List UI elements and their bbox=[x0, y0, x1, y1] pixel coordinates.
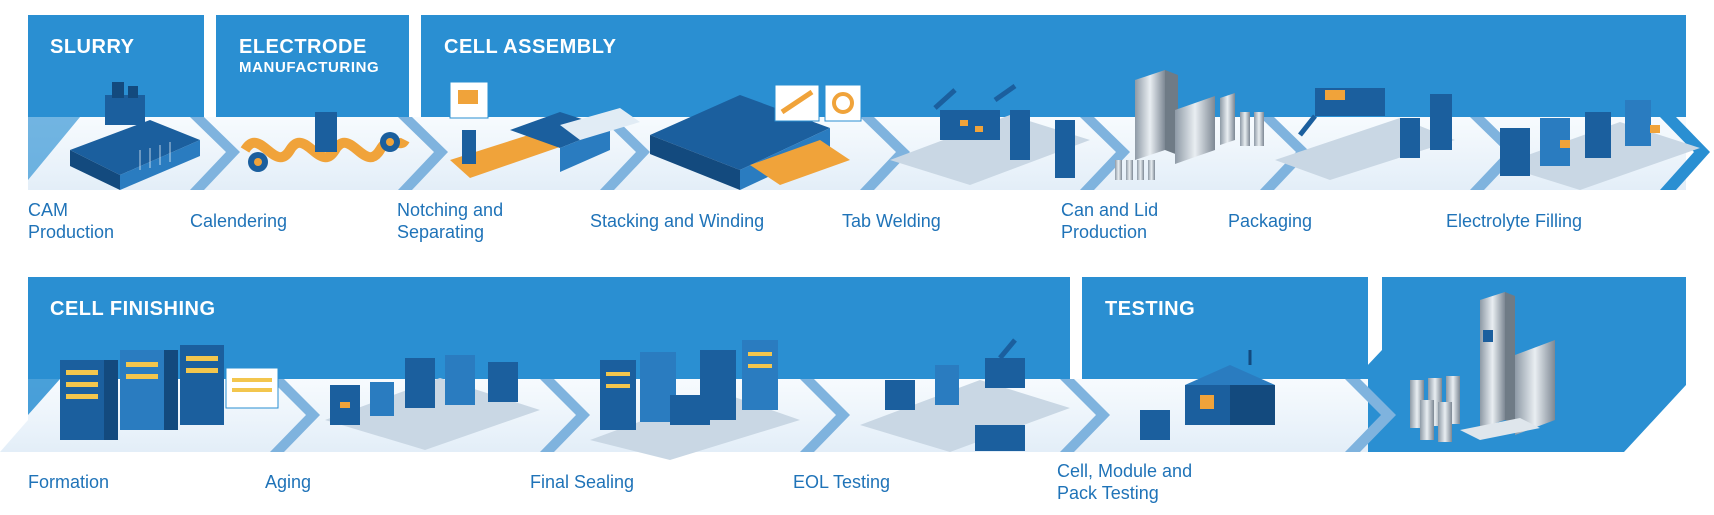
can-lid-icon bbox=[1115, 70, 1264, 180]
panel-title-cell-assembly: CELL ASSEMBLY bbox=[444, 36, 617, 58]
step-label-notching-separating: Notching and Separating bbox=[397, 200, 504, 242]
step-label-can-lid-production: Can and Lid Production bbox=[1061, 200, 1159, 242]
panel-title-cell-finishing: CELL FINISHING bbox=[50, 298, 216, 320]
step-label-eol-testing: EOL Testing bbox=[793, 472, 891, 492]
panel-cell-assembly bbox=[421, 15, 1686, 117]
welding-robot-icon bbox=[890, 83, 1090, 185]
formation-racks-icon bbox=[60, 345, 279, 440]
row1-end-chevron bbox=[1660, 117, 1710, 190]
step-label-packaging: Packaging bbox=[1228, 211, 1313, 231]
step-label-electrolyte-filling: Electrolyte Filling bbox=[1446, 211, 1583, 231]
row2-entry-chevron bbox=[28, 379, 60, 415]
step-label-final-sealing: Final Sealing bbox=[530, 472, 635, 492]
panel-electrode bbox=[216, 15, 409, 117]
floor-row1 bbox=[28, 117, 1686, 190]
panel-title-electrode: ELECTRODE bbox=[239, 36, 367, 58]
panel-testing bbox=[1082, 277, 1368, 379]
sealing-line-icon bbox=[590, 340, 800, 460]
step-label-cell-module-pack-testing: Cell, Module and Pack Testing bbox=[1057, 461, 1193, 503]
mixer-machine-icon bbox=[70, 82, 200, 190]
aging-line-icon bbox=[325, 355, 540, 450]
slurry-floor-shade bbox=[28, 117, 80, 180]
stacking-machine-icon bbox=[650, 84, 862, 190]
step-label-calendering: Calendering bbox=[190, 211, 288, 231]
eol-testing-icon bbox=[860, 338, 1070, 452]
step-label-stacking-winding: Stacking and Winding bbox=[590, 211, 765, 231]
notching-machine-icon bbox=[449, 81, 640, 178]
panel-title-slurry: SLURRY bbox=[50, 36, 135, 58]
panel-title-testing: TESTING bbox=[1105, 298, 1196, 320]
roller-machine-icon bbox=[240, 112, 410, 172]
panel-subtitle-electrode: MANUFACTURING bbox=[239, 59, 380, 76]
test-chamber-icon bbox=[1140, 350, 1275, 440]
filling-machine-icon bbox=[1500, 100, 1700, 190]
step-label-formation: Formation bbox=[28, 472, 110, 492]
packaging-robot-icon bbox=[1275, 88, 1455, 180]
step-label-tab-welding: Tab Welding bbox=[842, 211, 941, 231]
step-label-cam-production: CAM Production bbox=[28, 200, 115, 242]
battery-cells-icon bbox=[1410, 292, 1555, 442]
step-label-aging: Aging bbox=[265, 472, 312, 492]
chevrons-row2 bbox=[270, 379, 1396, 452]
